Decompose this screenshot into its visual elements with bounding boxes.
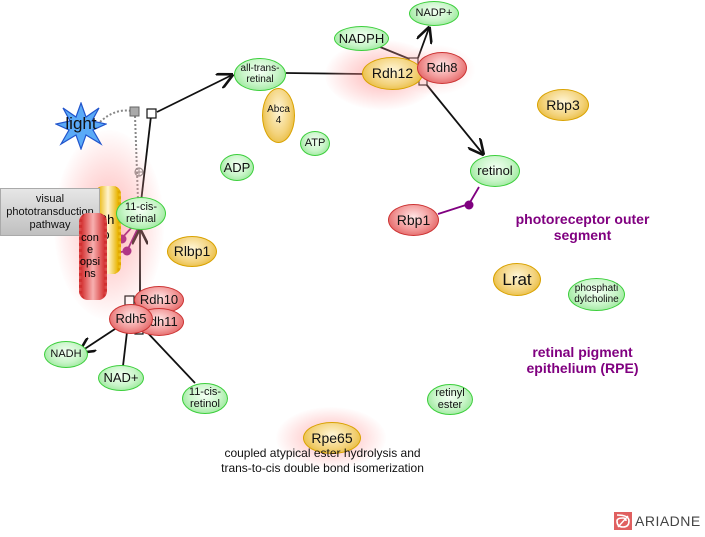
edge-11cis-retinol [144, 329, 196, 384]
node-nadh[interactable]: NADH [44, 341, 88, 368]
rpe65-annotation: coupled atypical ester hydrolysis and tr… [221, 446, 424, 475]
ariadne-logo-icon [614, 512, 632, 530]
node-rpe65[interactable]: Rpe65 [303, 422, 361, 454]
node-retinol[interactable]: retinol [470, 155, 520, 187]
node-nad-plus[interactable]: NAD+ [98, 365, 144, 391]
node-rbp1[interactable]: Rbp1 [388, 204, 439, 236]
ariadne-logo: ARIADNE [614, 512, 701, 530]
compartment-rpe: retinal pigment epithelium (RPE) [526, 344, 639, 376]
process-node-isomerization [146, 108, 157, 119]
light-label: light [65, 114, 97, 133]
edge-nad-plus [122, 331, 128, 367]
edge-to-retinol [425, 83, 483, 154]
node-11-cis-retinol[interactable]: 11-cis- retinol [182, 383, 228, 414]
node-retinyl-ester[interactable]: retinyl ester [427, 384, 473, 415]
node-rbp3[interactable]: Rbp3 [537, 89, 589, 121]
node-adp[interactable]: ADP [220, 154, 254, 181]
node-abca4[interactable]: Abca 4 [262, 88, 295, 143]
node-atp[interactable]: ATP [300, 131, 330, 156]
edge-nadh [80, 324, 122, 352]
compartment-outer-segment: photoreceptor outer segment [515, 211, 650, 243]
cone-opsins-complex[interactable] [79, 213, 107, 300]
node-11-cis-retinal[interactable]: 11-cis- retinal [116, 197, 166, 230]
edge-to-all-trans [156, 75, 232, 113]
node-rdh5[interactable]: Rdh5 [109, 304, 153, 334]
node-phosphatidylcholine[interactable]: phosphati dylcholine [568, 278, 625, 311]
ariadne-logo-text: ARIADNE [635, 513, 701, 529]
process-node-light [129, 106, 140, 117]
node-rlbp1[interactable]: Rlbp1 [167, 236, 217, 267]
node-nadph[interactable]: NADPH [334, 26, 389, 51]
cone-opsins-label: con e opsi ns [79, 232, 101, 280]
node-rdh8[interactable]: Rdh8 [417, 52, 467, 84]
edge-light-activation [99, 109, 133, 123]
binding-dot-rbp1 [464, 200, 474, 210]
node-lrat[interactable]: Lrat [493, 263, 541, 296]
light-star-icon[interactable] [55, 102, 107, 150]
node-all-trans-retinal[interactable]: all-trans- retinal [234, 58, 286, 91]
node-nadp-plus[interactable]: NADP+ [409, 1, 459, 26]
node-rdh12[interactable]: Rdh12 [362, 57, 423, 90]
